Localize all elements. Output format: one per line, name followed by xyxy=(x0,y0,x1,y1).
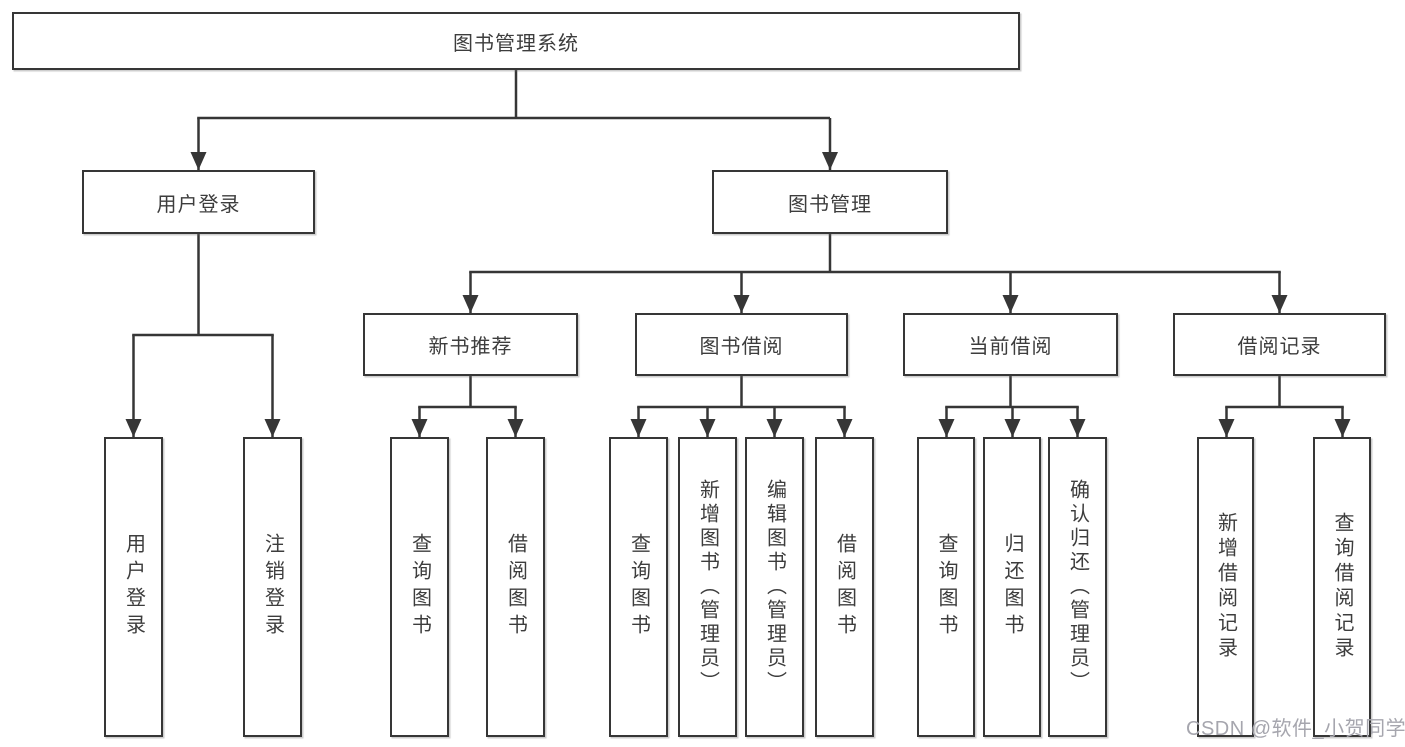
watermark: CSDN @软件_小贺同学 xyxy=(1186,718,1405,740)
node-book-borrow: 图书借阅 xyxy=(635,313,848,376)
node-root: 图书管理系统 xyxy=(12,12,1020,70)
leaf-query-books-borrow: 查询图书 xyxy=(609,437,668,737)
leaf-logout-login: 注销登录 xyxy=(243,437,302,737)
leaf-return-books: 归还图书 xyxy=(983,437,1041,737)
leaf-query-books-current: 查询图书 xyxy=(917,437,975,737)
leaf-query-books-newbooks: 查询图书 xyxy=(390,437,449,737)
leaf-add-books-admin: 新增图书（管理员） xyxy=(678,437,737,737)
leaf-borrow-books-borrow: 借阅图书 xyxy=(815,437,874,737)
leaf-borrow-books-newbooks: 借阅图书 xyxy=(486,437,545,737)
leaf-edit-books-admin: 编辑图书（管理员） xyxy=(745,437,804,737)
leaf-add-borrow-record: 新增借阅记录 xyxy=(1197,437,1254,737)
node-new-books: 新书推荐 xyxy=(363,313,578,376)
leaf-query-borrow-record: 查询借阅记录 xyxy=(1313,437,1371,737)
node-borrow-records: 借阅记录 xyxy=(1173,313,1386,376)
leaf-confirm-return-admin: 确认归还（管理员） xyxy=(1048,437,1107,737)
leaf-user-login: 用户登录 xyxy=(104,437,163,737)
node-user-login: 用户登录 xyxy=(82,170,315,234)
node-book-mgmt: 图书管理 xyxy=(712,170,948,234)
node-current-borrow: 当前借阅 xyxy=(903,313,1118,376)
